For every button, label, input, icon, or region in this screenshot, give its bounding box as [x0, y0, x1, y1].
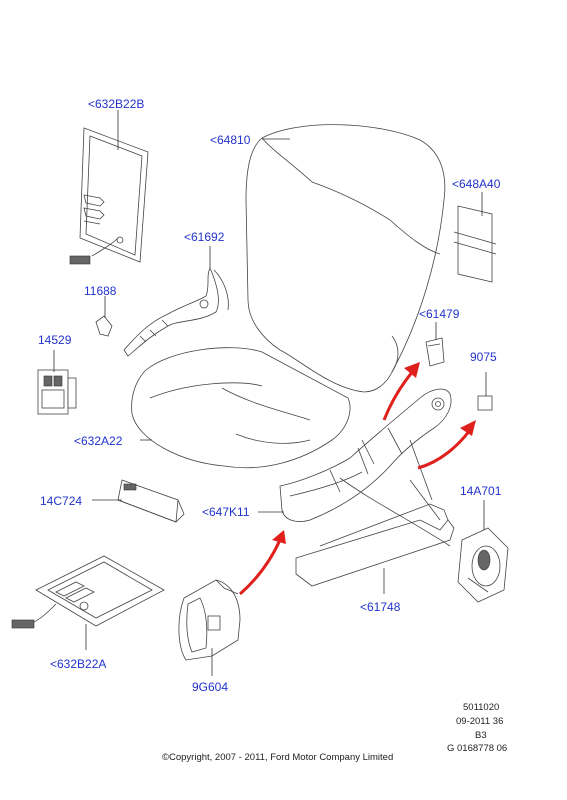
assembly-arrows — [239, 362, 476, 596]
arrow-to-plug — [417, 429, 472, 470]
wiring-bracket — [123, 267, 229, 357]
seat-back-cushion — [245, 124, 446, 393]
part-label-61748[interactable]: <61748 — [360, 600, 401, 614]
seat-cushion — [131, 347, 351, 469]
part-label-14A701[interactable]: 14A701 — [460, 484, 502, 498]
heater-mat-back — [69, 127, 149, 265]
arrow-to-side-shield — [239, 539, 282, 596]
drawing-number: 5011020 — [463, 702, 500, 713]
part-label-647K11[interactable]: <647K11 — [202, 505, 250, 519]
power-seat-switch — [457, 527, 509, 603]
trim-cap — [425, 337, 445, 367]
switch-bezel — [178, 579, 241, 661]
drawing-date: 09-2011 36 — [456, 716, 504, 727]
drawing-reference: G 0168778 06 — [447, 743, 508, 754]
part-label-632B22B[interactable]: <632B22B — [88, 97, 145, 111]
seat-clip — [95, 315, 113, 337]
seat-label-sticker — [453, 205, 497, 283]
part-label-61692[interactable]: <61692 — [184, 230, 225, 244]
part-label-9075[interactable]: 9075 — [470, 350, 497, 364]
lower-trim — [295, 439, 455, 587]
part-label-14C724[interactable]: 14C724 — [40, 494, 83, 508]
seat-switch — [37, 369, 77, 415]
control-module — [117, 479, 185, 523]
part-label-632A22[interactable]: <632A22 — [74, 434, 123, 448]
part-label-64810[interactable]: <64810 — [210, 133, 251, 147]
plug — [477, 395, 493, 411]
part-label-648A40[interactable]: <648A40 — [452, 177, 501, 191]
part-label-632B22A[interactable]: <632B22A — [50, 657, 107, 671]
part-label-14529[interactable]: 14529 — [38, 333, 72, 347]
copyright-notice: ©Copyright, 2007 - 2011, Ford Motor Comp… — [162, 752, 394, 763]
drawing-section: B3 — [475, 730, 487, 741]
part-label-11688[interactable]: 11688 — [84, 284, 117, 298]
side-shield — [279, 388, 452, 522]
part-label-9G604[interactable]: 9G604 — [192, 680, 229, 694]
part-label-61479[interactable]: <61479 — [419, 307, 460, 321]
heater-mat-seat — [11, 555, 165, 629]
